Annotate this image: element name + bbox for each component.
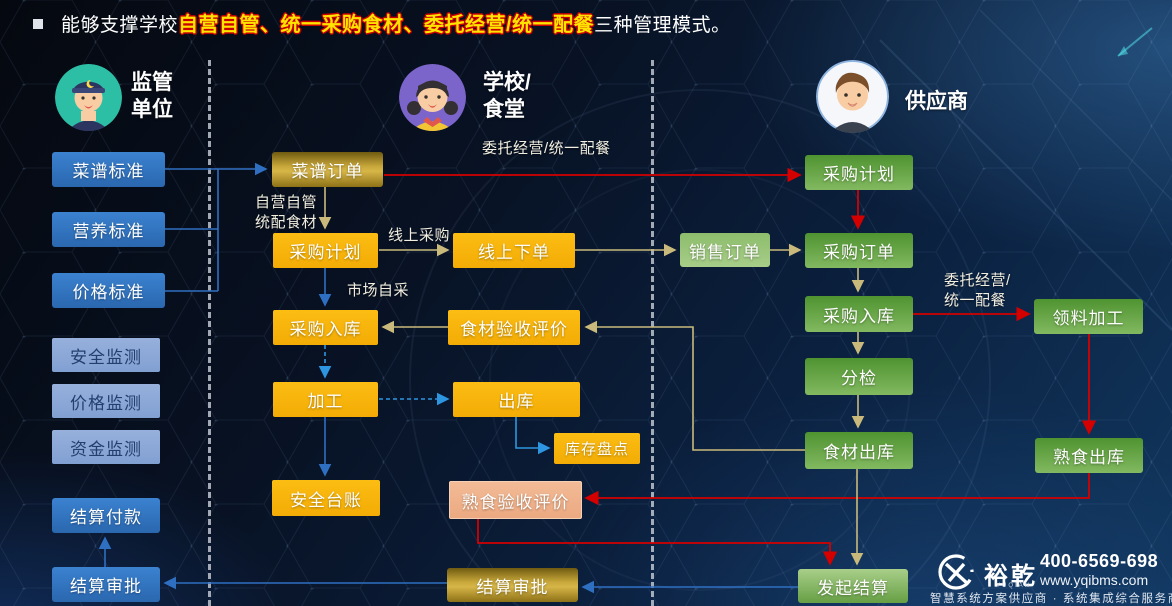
regulator-role-label: 监管 单位 <box>131 71 173 121</box>
bullet-square-icon <box>33 19 43 29</box>
supplier-avatar <box>816 60 889 133</box>
regulator-avatar <box>55 64 122 131</box>
node-menu-standard: 菜谱标准 <box>52 152 165 187</box>
node-cooked-food-inspection: 熟食验收评价 <box>449 481 582 519</box>
brand-name-latin: YUQIAN <box>996 583 1032 589</box>
edge-label-self-operation: 自营自管 统配食材 <box>255 194 318 231</box>
footer-phone: 400-6569-698 <box>1040 551 1159 571</box>
node-price-monitoring: 价格监测 <box>52 384 160 418</box>
connector-standards-to-menu-order <box>165 162 268 292</box>
node-food-outbound: 食材出库 <box>805 432 913 469</box>
title-prefix: 能够支撑学校 <box>61 15 179 36</box>
node-outbound: 出库 <box>453 382 580 417</box>
node-purchase-inbound-supplier: 采购入库 <box>805 296 913 332</box>
node-settlement-review-mid: 结算审批 <box>447 568 578 602</box>
footer-tagline: 智慧系统方案供应商 · 系统集成综合服务商 <box>930 593 1172 605</box>
title-highlight: 自营自管、统一采购食材、委托经营/统一配餐 <box>178 14 595 36</box>
node-price-standard: 价格标准 <box>52 273 165 308</box>
node-safety-ledger: 安全台账 <box>272 480 380 516</box>
node-purchase-order-supplier: 采购订单 <box>805 233 913 268</box>
node-funds-monitoring: 资金监测 <box>52 430 160 464</box>
node-sales-order: 销售订单 <box>680 233 770 267</box>
edge-label-online-purchase: 线上采购 <box>388 227 451 244</box>
node-settlement-payment: 结算付款 <box>52 498 160 533</box>
node-purchase-inbound-school: 采购入库 <box>273 310 378 345</box>
node-online-order: 线上下单 <box>453 233 575 268</box>
connector-outbound-to-inventory <box>515 417 551 455</box>
title-suffix: 三种管理模式。 <box>594 15 731 36</box>
node-inventory-check: 库存盘点 <box>554 433 640 464</box>
connector-cooked-inspection-to-settlement-red <box>477 518 838 566</box>
node-menu-order: 菜谱订单 <box>272 152 383 187</box>
node-processing: 加工 <box>273 382 378 417</box>
node-material-processing: 领料加工 <box>1034 299 1143 334</box>
school-role-label: 学校/ 食堂 <box>483 71 531 121</box>
node-purchase-plan-school: 采购计划 <box>273 233 378 268</box>
supplier-role-label: 供应商 <box>905 90 968 113</box>
brand-logo-icon <box>938 554 974 590</box>
connector-cooked-outbound-to-cooked-inspection-red <box>584 473 1090 506</box>
node-initiate-settlement: 发起结算 <box>798 569 908 603</box>
separator-regulator-school <box>208 60 211 606</box>
node-settlement-review-left: 结算审批 <box>52 567 160 602</box>
footer-website: www.yqibms.com <box>1040 572 1149 588</box>
node-sorting: 分检 <box>805 358 913 395</box>
edge-label-market-self-purchase: 市场自采 <box>347 282 410 299</box>
school-avatar <box>399 64 466 131</box>
node-cooked-food-outbound: 熟食出库 <box>1035 438 1143 473</box>
connector-food-outbound-to-food-inspection <box>584 320 805 451</box>
separator-school-supplier <box>651 60 654 606</box>
node-nutrition-standard: 营养标准 <box>52 212 165 247</box>
brand-name: 裕乾 <box>984 563 1038 590</box>
node-safety-monitoring: 安全监测 <box>52 338 160 372</box>
node-purchase-plan-supplier: 采购计划 <box>805 155 913 190</box>
edge-label-entrusted-top: 委托经营/统一配餐 <box>482 140 611 157</box>
edge-label-entrusted-right: 委托经营/ 统一配餐 <box>944 272 1011 309</box>
node-food-inspection: 食材验收评价 <box>448 310 580 345</box>
